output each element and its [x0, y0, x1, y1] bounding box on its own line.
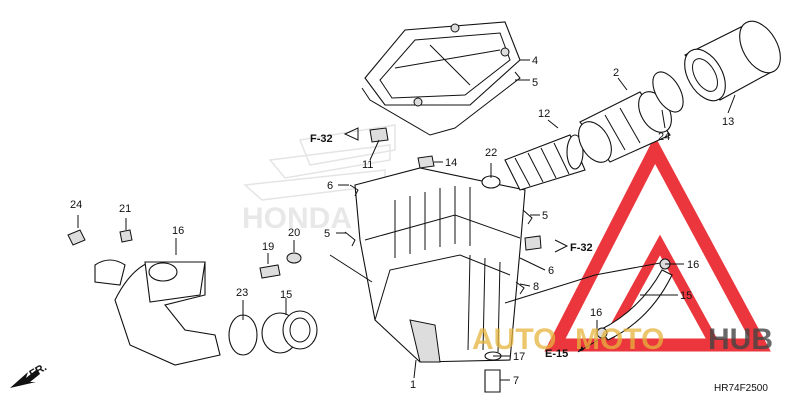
connecting-tube	[504, 134, 586, 191]
block-12	[417, 155, 435, 169]
label-part-12: 14	[445, 157, 457, 169]
label-part-18: 19	[262, 241, 274, 253]
clip-5-right	[522, 209, 533, 225]
label-part-17: 17	[513, 351, 525, 363]
svg-text:AUTO: AUTO	[472, 323, 556, 356]
band-clamp	[228, 314, 258, 356]
bolt-24	[67, 229, 86, 246]
grommet-19	[286, 252, 302, 264]
label-part-6-left: 6	[327, 180, 333, 192]
screw-20	[119, 229, 133, 243]
label-part-7: 7	[513, 375, 519, 387]
label-part-16-right: 16	[687, 259, 699, 271]
label-part-21: 22	[485, 147, 497, 159]
label-part-1: 1	[410, 379, 416, 391]
filter-housing	[578, 91, 672, 163]
label-part-9: 11	[362, 159, 373, 171]
label-part-22: 23	[236, 287, 248, 299]
svg-text:FR.: FR.	[28, 361, 49, 380]
airbox-cover	[364, 21, 521, 107]
ref-f32-right: F-32	[554, 239, 593, 254]
label-part-24: 24	[70, 199, 82, 211]
label-part-4: 5	[532, 77, 538, 89]
label-part-3: 4	[532, 55, 538, 67]
label-part-11: 13	[722, 116, 734, 128]
bolt-9-top	[369, 127, 389, 143]
honda-faded-text: HONDA	[242, 202, 352, 235]
air-cleaner-case	[354, 167, 526, 363]
clip-6-left	[349, 184, 359, 197]
label-part-2: 2	[613, 67, 619, 79]
svg-text:F-32: F-32	[310, 133, 333, 145]
part-labels: 4 5 2 24 13 12 22 14 11 6 5 5 6 8 16 15 …	[70, 55, 734, 391]
tube-band	[261, 310, 318, 354]
honda-wing-watermark: HONDA	[242, 124, 396, 235]
label-part-10: 12	[538, 108, 550, 120]
drain-hose	[596, 258, 673, 341]
label-part-19: 20	[288, 227, 300, 239]
ref-f32-top: F-32	[310, 127, 359, 145]
svg-text:F-32: F-32	[570, 242, 593, 254]
airbox-seal	[361, 71, 521, 136]
label-part-6-right: 6	[548, 265, 554, 277]
diagram-code: HR74F2500	[714, 383, 768, 394]
label-part-5-right: 5	[542, 210, 548, 222]
air-filter	[684, 20, 781, 102]
label-part-5-left: 5	[324, 228, 330, 240]
clip-5-left	[344, 231, 356, 247]
clip-8	[515, 281, 525, 295]
label-part-23: 24	[658, 131, 670, 143]
automotohub-wordmark: AUTO MOTO HUB	[472, 323, 773, 356]
svg-text:E-15: E-15	[545, 348, 568, 360]
cap-7	[484, 369, 501, 393]
sensor-18	[259, 264, 281, 279]
intake-duct	[94, 259, 221, 366]
leader-lines	[77, 59, 736, 381]
automotohub-logo-icon	[544, 136, 771, 352]
filter-clamp	[652, 71, 684, 113]
label-part-16-bottom: 16	[590, 307, 602, 319]
label-part-14: 16	[172, 225, 184, 237]
ref-fr-arrow: FR.	[10, 361, 49, 388]
label-part-13: 15	[280, 289, 292, 301]
svg-text:MOTO: MOTO	[575, 323, 664, 356]
ref-e15: E-15	[545, 339, 599, 360]
svg-text:HUB: HUB	[708, 323, 773, 356]
label-part-20: 21	[119, 203, 131, 215]
label-part-15: 15	[680, 290, 692, 302]
bolt-9-right	[524, 235, 542, 251]
label-part-8: 8	[533, 281, 539, 293]
